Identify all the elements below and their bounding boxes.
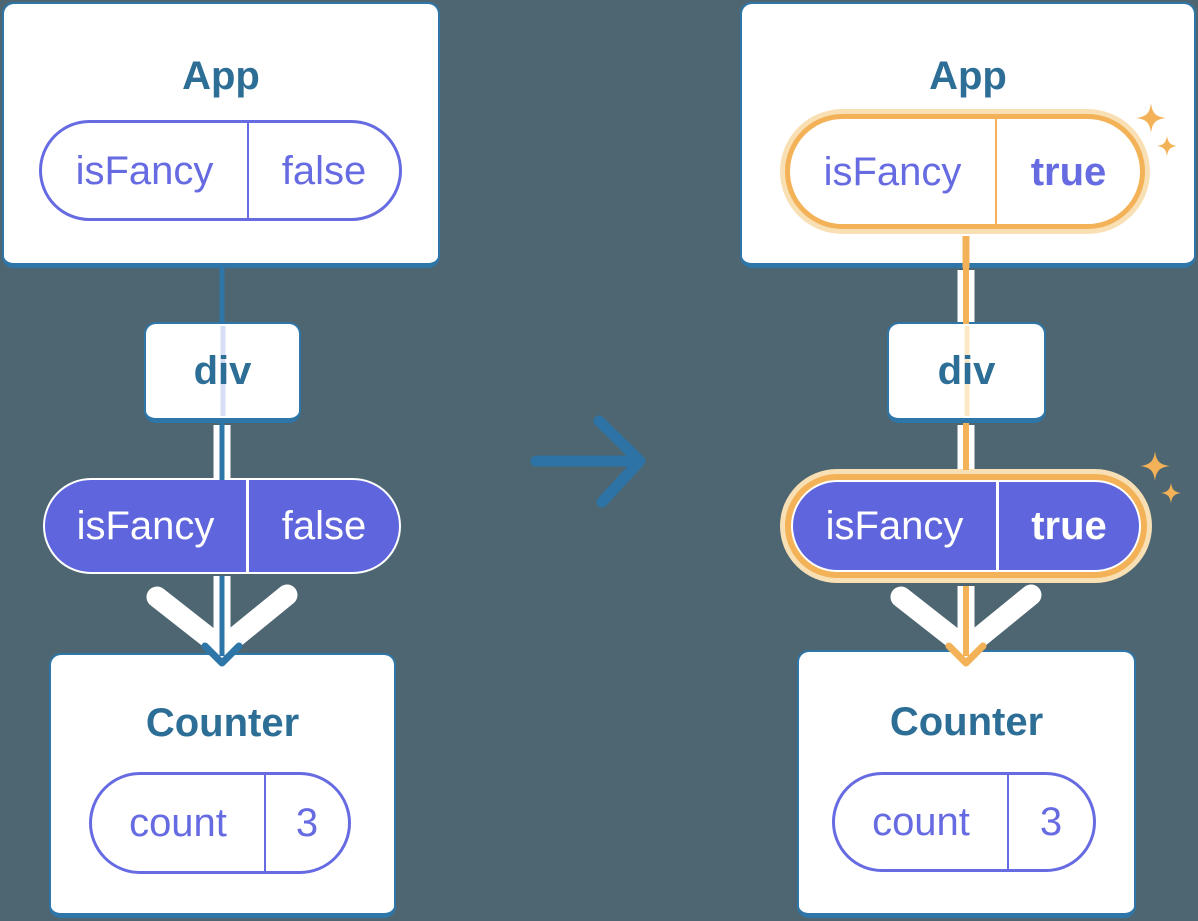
prop-value: 3 <box>264 775 348 871</box>
prop-name: isFancy <box>823 149 962 194</box>
state-value-pill: count 3 <box>89 772 351 874</box>
app-card: App isFancy true <box>740 2 1196 268</box>
prop-value: 3 <box>1007 775 1093 869</box>
component-title: Counter <box>145 701 300 745</box>
app-card: App isFancy false <box>2 2 440 268</box>
state-pill: isFancy false <box>43 478 401 574</box>
prop-name: isFancy <box>825 504 964 548</box>
div-card: div <box>144 322 301 423</box>
counter-card: Counter count 3 <box>49 653 396 918</box>
state-pill-highlighted: isFancy true <box>791 480 1141 572</box>
prop-value: true <box>996 482 1139 570</box>
counter-card: Counter count 3 <box>797 650 1136 918</box>
prop-value: false <box>246 480 399 572</box>
component-title: div <box>193 349 252 393</box>
state-value-pill: count 3 <box>832 772 1096 872</box>
prop-thread-line <box>220 326 225 416</box>
prop-value: true <box>995 119 1140 224</box>
sparkle-icon <box>1140 451 1170 481</box>
prop-value: false <box>247 123 399 218</box>
component-title: div <box>937 349 996 393</box>
prop-thread-line <box>964 326 969 416</box>
sparkle-icon <box>1160 482 1182 504</box>
prop-name: isFancy <box>76 504 215 548</box>
component-title: App <box>182 54 260 98</box>
prop-pill: isFancy false <box>39 120 402 221</box>
transition-arrow-icon <box>530 415 646 508</box>
prop-pill-highlighted: isFancy true <box>785 114 1145 229</box>
component-title: App <box>929 54 1007 98</box>
div-card: div <box>887 322 1046 423</box>
prop-flow-arrow-icon <box>146 576 298 667</box>
component-title: Counter <box>889 700 1044 744</box>
prop-name: count <box>129 801 227 845</box>
prop-name: isFancy <box>75 148 214 193</box>
prop-name: count <box>872 800 970 844</box>
